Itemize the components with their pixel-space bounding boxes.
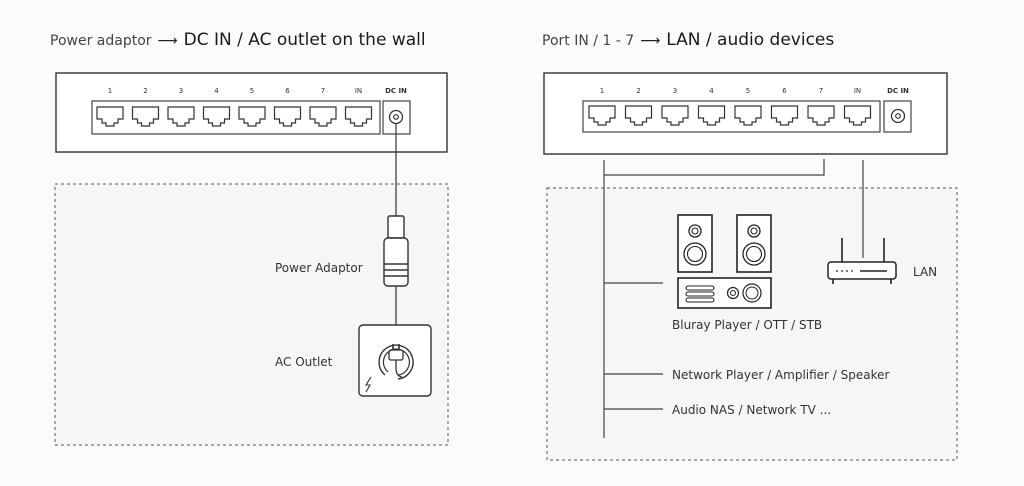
dc-in-jack [890,108,906,124]
port-label: 5 [746,87,750,95]
ac-outlet-label: AC Outlet [275,355,333,369]
right-heading-source: Port IN / 1 - 7 [542,33,635,49]
right-heading-target: LAN / audio devices [666,30,835,50]
router-icon [827,238,897,284]
power-adaptor-icon [383,215,409,287]
lan-label: LAN [913,265,937,279]
left-heading: Power adaptor ⟶ DC IN / AC outlet on the w… [50,30,426,50]
left-dashed-area [54,183,449,446]
port-label: 2 [143,87,147,95]
device-label-network-player: Network Player / Amplifier / Speaker [672,368,890,382]
device-label-audio-nas: Audio NAS / Network TV ... [672,403,831,417]
port-label: 6 [285,87,290,95]
left-heading-source: Power adaptor [50,33,152,49]
port-label: IN [854,87,861,95]
power-adaptor-label: Power Adaptor [275,261,363,275]
left-switch: 1 2 3 4 5 6 7 IN DC IN [55,72,448,153]
port-label: 1 [600,87,604,95]
right-heading: Port IN / 1 - 7 ⟶ LAN / audio devices [542,30,834,50]
left-heading-target: DC IN / AC outlet on the wall [183,30,426,50]
port-label: 3 [179,87,183,95]
audio-system-icon [677,214,772,309]
arrow-icon: ⟶ [640,33,661,49]
ac-outlet-icon [358,324,432,397]
port-label: 7 [819,87,823,95]
port-label: 7 [321,87,325,95]
right-switch: 1 2 3 4 5 6 7 IN DC IN [543,72,948,155]
device-label-bluray: Bluray Player / OTT / STB [672,318,822,332]
port-label: 4 [214,87,219,95]
port-label: DC IN [887,87,909,95]
port-label: 5 [250,87,254,95]
ports-1-7-bracket [603,159,825,438]
port-label: 2 [636,87,640,95]
lightning-icon [365,376,372,393]
port-label: 6 [782,87,787,95]
port-label: 3 [673,87,677,95]
port-label: 1 [108,87,112,95]
port-label: DC IN [385,87,407,95]
port-label: 4 [709,87,714,95]
port-label: IN [355,87,362,95]
arrow-icon: ⟶ [157,33,178,49]
